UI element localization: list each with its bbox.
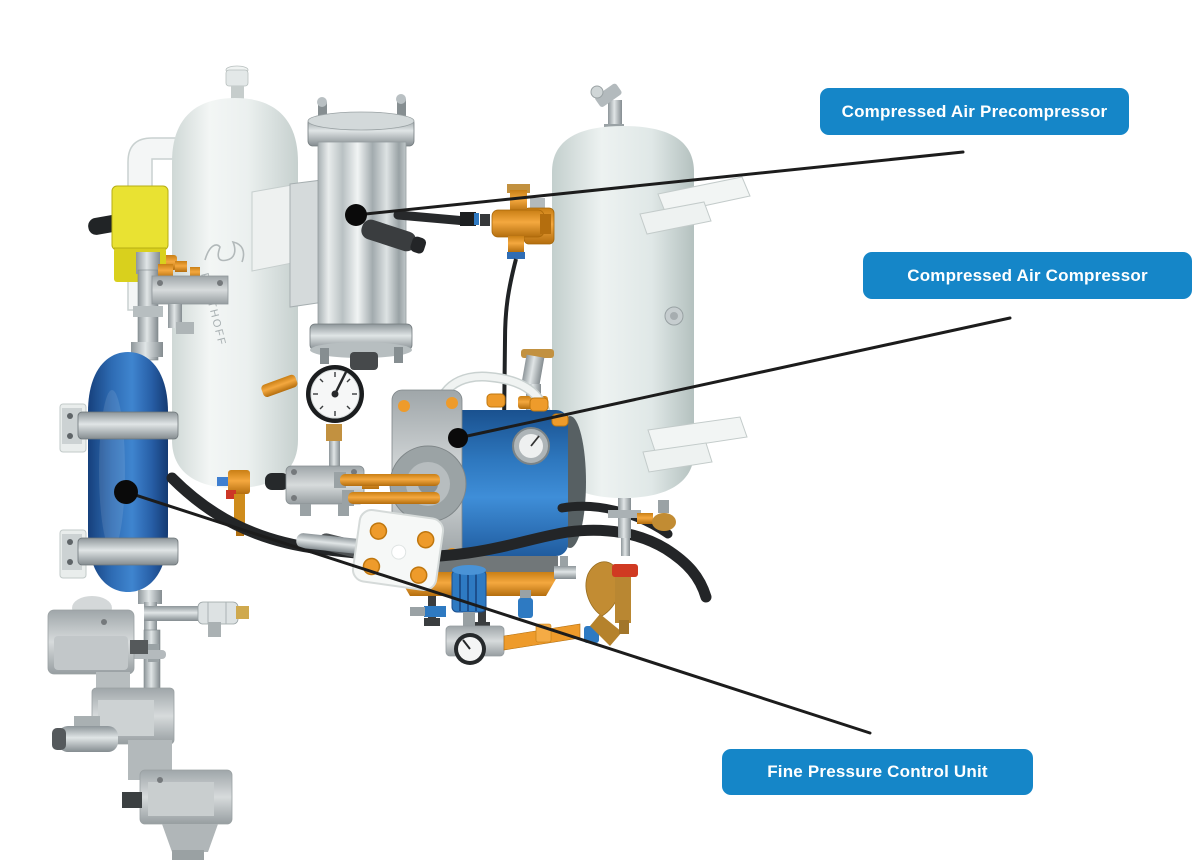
- pressure-gauge-assembly: [265, 365, 379, 516]
- clamp-band-lower: [62, 534, 179, 570]
- orange-tee-valve: [491, 184, 551, 259]
- muffler: [361, 219, 427, 254]
- callout-leaders: [114, 150, 1012, 735]
- precompressor-unit: [251, 94, 551, 429]
- callout-label-text: Fine Pressure Control Unit: [767, 762, 988, 781]
- sensor-manifold: [131, 252, 229, 361]
- callout-label-compressor: Compressed Air Compressor: [863, 252, 1192, 299]
- pump-head-block: [296, 509, 445, 591]
- callout-label-text: Compressed Air Compressor: [907, 265, 1148, 285]
- callout-label-fine-pressure: Fine Pressure Control Unit: [722, 749, 1033, 795]
- fine-pressure-valve-cluster: [47, 596, 233, 860]
- marker-dot-compressor: [448, 428, 468, 448]
- brass-outlet-valve: [554, 556, 638, 646]
- callout-label-text: Compressed Air Precompressor: [841, 101, 1108, 121]
- tank-bracket-bottom: [642, 416, 748, 473]
- marker-dot-fine-pressure: [114, 480, 138, 504]
- clamp-band-upper: [62, 408, 179, 444]
- callout-label-precompressor: Compressed Air Precompressor: [820, 88, 1129, 135]
- gauge-valve-block: [265, 465, 379, 516]
- compressor-pump: [334, 371, 586, 630]
- marker-dot-precompressor: [345, 204, 367, 226]
- blue-accumulator: [59, 352, 179, 636]
- leader-line-precompressor: [354, 150, 965, 217]
- right-tank-drain: [608, 498, 676, 556]
- leader-line-compressor: [456, 316, 1012, 440]
- leader-line-fine-pressure: [124, 490, 872, 735]
- tank-bracket-top: [639, 176, 751, 235]
